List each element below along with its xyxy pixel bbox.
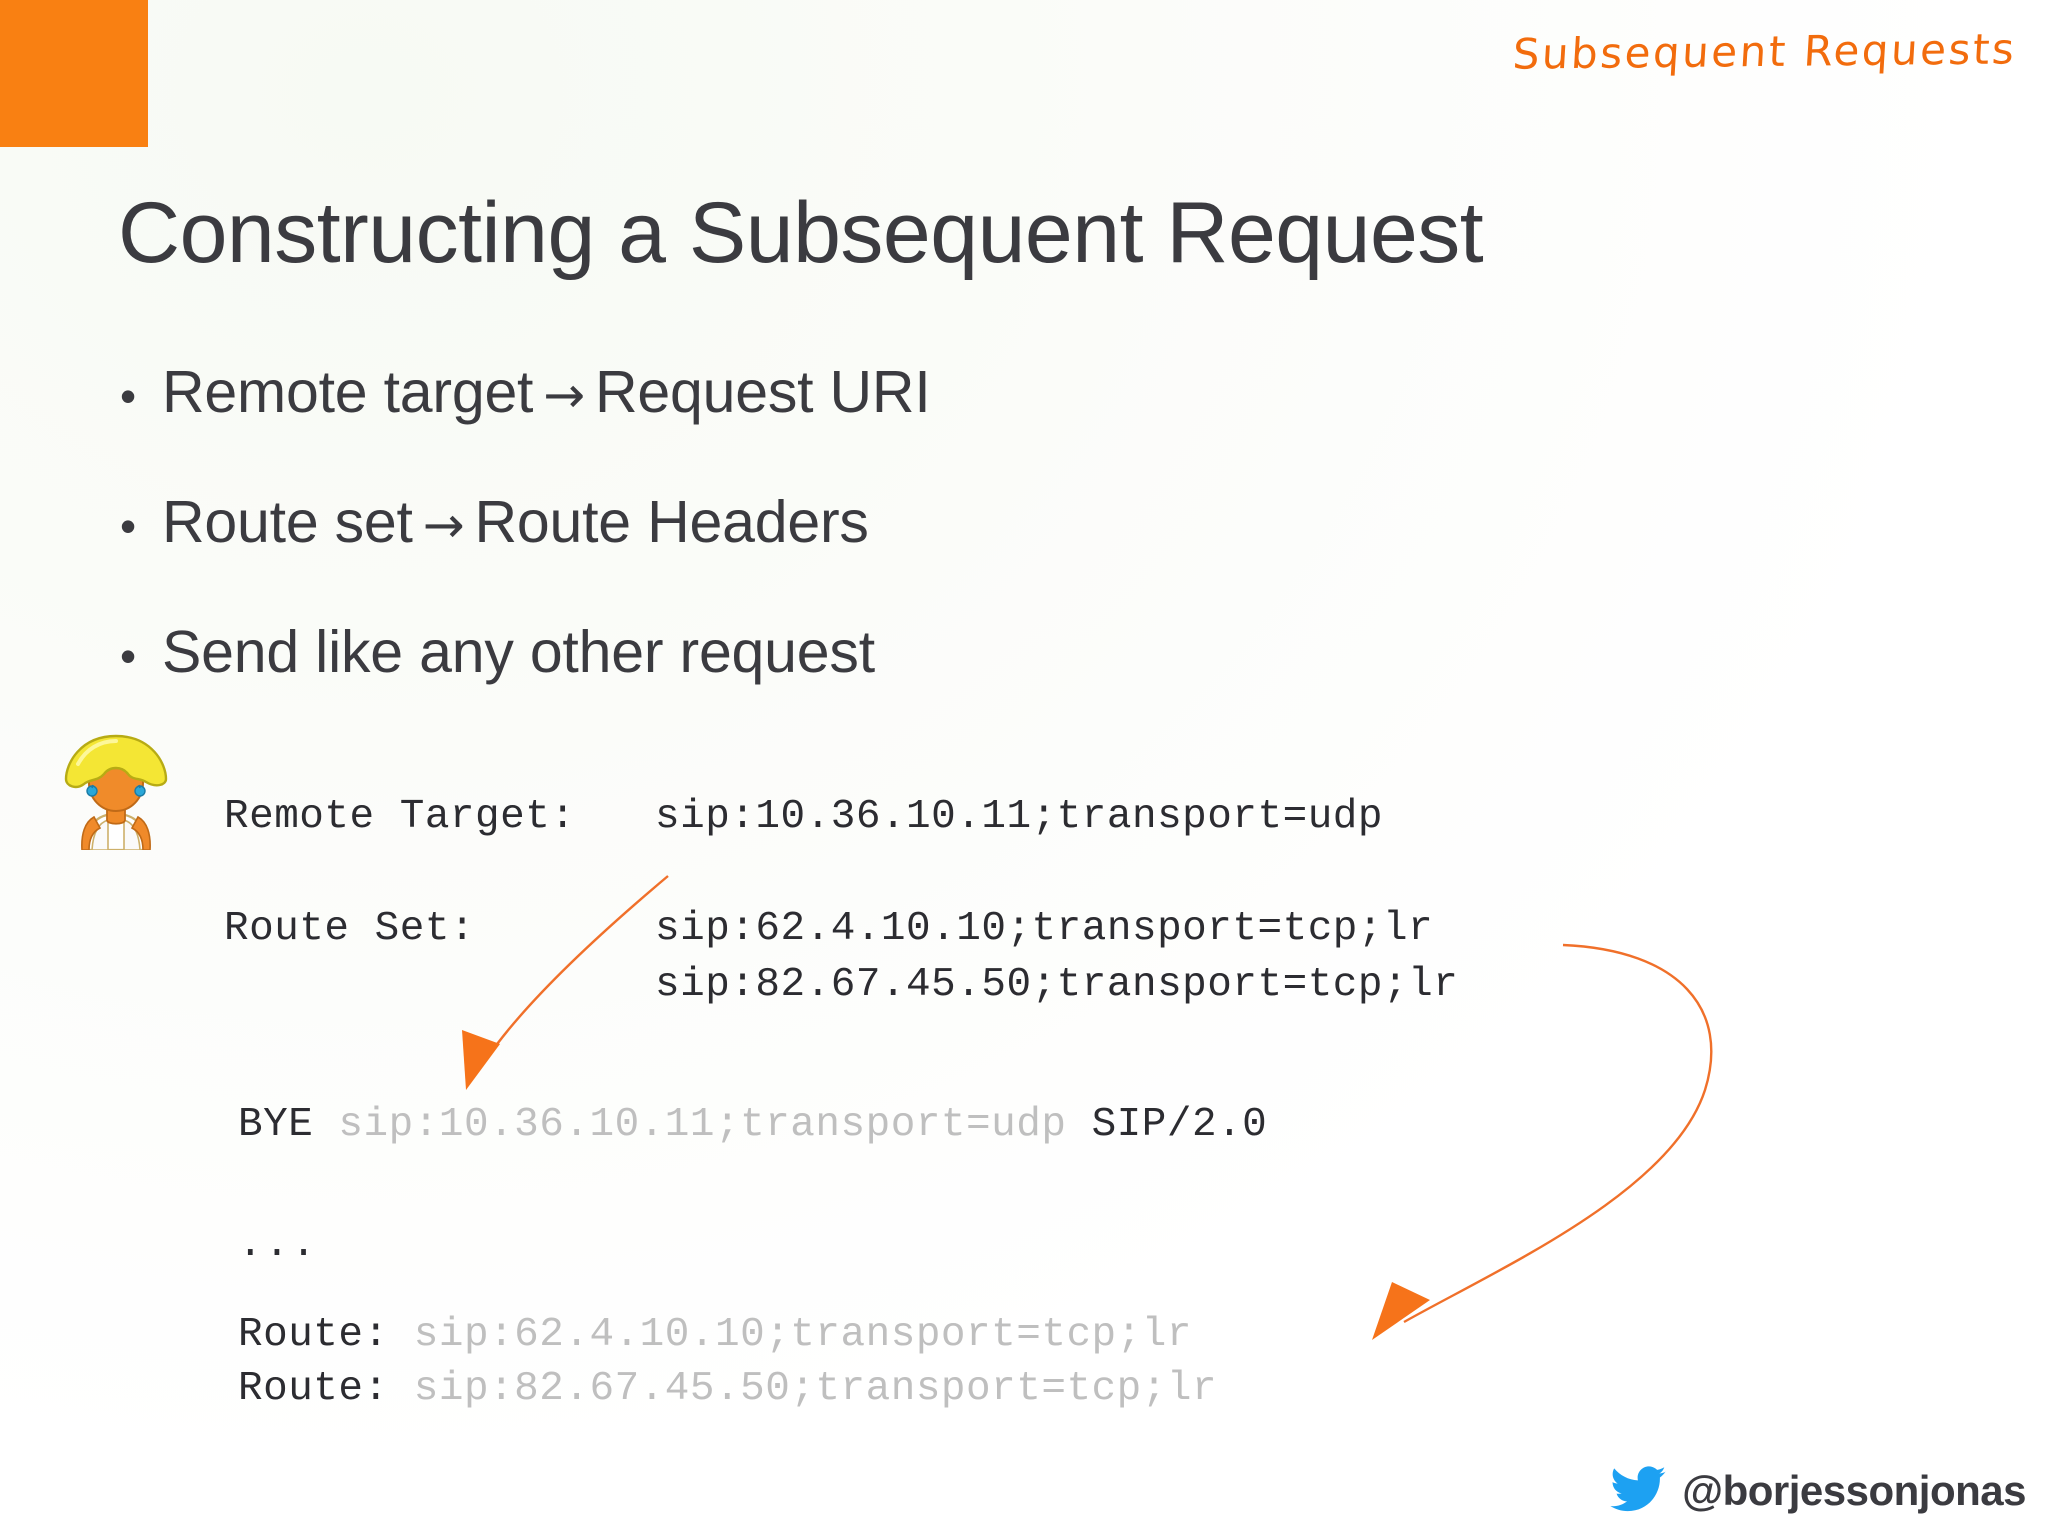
headers-ellipsis: ... (238, 1222, 318, 1268)
route-set-label: Route Set: (224, 906, 476, 952)
route-header-line-2: Route: sip:82.67.45.50;transport=tcp;lr (238, 1366, 1217, 1412)
request-version: SIP/2.0 (1091, 1102, 1268, 1148)
page-title: Constructing a Subsequent Request (118, 184, 1484, 281)
bullet-marker-icon: • (120, 630, 137, 682)
request-method: BYE (238, 1102, 314, 1148)
bullet-item-text: Send like any other request (162, 619, 875, 685)
bullet-text-before: Route set (162, 489, 413, 555)
request-line: BYE sip:10.36.10.11;transport=udp SIP/2.… (238, 1102, 1267, 1148)
bullet-text-after: Request URI (594, 359, 931, 425)
corner-accent-square (0, 0, 148, 147)
bullet-text-before: Remote target (162, 359, 534, 425)
bullet-marker-icon: • (120, 500, 137, 552)
bullet-text-after: Route Headers (474, 489, 869, 555)
list-item: • Remote target→Request URI (120, 358, 1620, 488)
route-header-value-2: sip:82.67.45.50;transport=tcp;lr (413, 1366, 1218, 1412)
list-item: • Send like any other request (120, 618, 1620, 748)
bullet-marker-icon: • (120, 370, 137, 422)
arrow-right-icon: → (543, 366, 585, 424)
request-uri: sip:10.36.10.11;transport=udp (338, 1102, 1067, 1148)
route-header-line-1: Route: sip:62.4.10.10;transport=tcp;lr (238, 1312, 1192, 1358)
twitter-handle-text: @borjessonjonas (1682, 1467, 2026, 1514)
bullet-item-text: Route set→Route Headers (162, 488, 869, 556)
bullet-item-text: Remote target→Request URI (162, 358, 931, 426)
twitter-bird-icon (1610, 1466, 1666, 1512)
twitter-handle[interactable]: @borjessonjonas (1608, 1465, 2026, 1517)
gnome-character-icon (64, 734, 168, 850)
route-header-label: Route: (238, 1366, 389, 1412)
route-header-value-1: sip:62.4.10.10;transport=tcp;lr (413, 1312, 1192, 1358)
bullet-list: • Remote target→Request URI • Route set→… (120, 358, 1620, 748)
remote-target-label: Remote Target: (224, 794, 576, 840)
remote-target-value: sip:10.36.10.11;transport=udp (655, 794, 1384, 840)
route-header-label: Route: (238, 1312, 389, 1358)
route-set-value-1: sip:62.4.10.10;transport=tcp;lr (655, 906, 1434, 952)
arrow-right-icon: → (422, 496, 465, 554)
route-set-value-2: sip:82.67.45.50;transport=tcp;lr (655, 962, 1459, 1008)
list-item: • Route set→Route Headers (120, 488, 1620, 618)
